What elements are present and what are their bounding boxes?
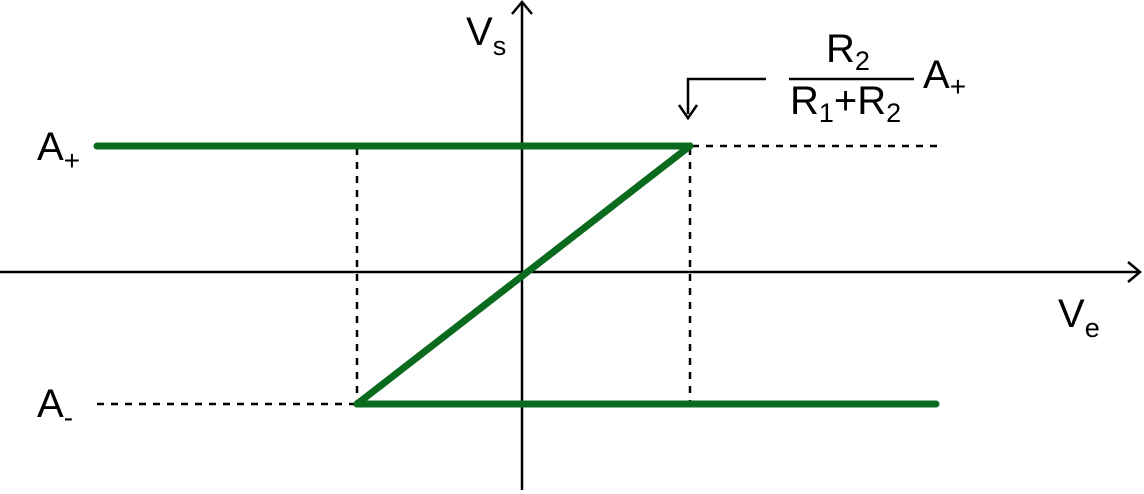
curve-slope: [353, 142, 694, 408]
low-level-label: A-: [37, 382, 73, 433]
x-axis-arrow-icon: [1127, 261, 1142, 283]
threshold-pointer-arrow: [686, 77, 766, 114]
y-axis-arrow-icon: [511, 0, 533, 15]
y-axis-label: Vs: [466, 10, 506, 61]
formula-denominator: R1+R2: [790, 79, 901, 128]
formula-factor: A+: [923, 53, 966, 102]
transfer-curve: [93, 142, 940, 408]
formula-numerator: R2: [826, 27, 870, 76]
threshold-pointer-arrowhead-icon: [677, 104, 699, 121]
high-level-label: A+: [37, 125, 80, 176]
x-axis-label: Ve: [1058, 292, 1100, 343]
threshold-formula: R2 R1+R2 A+: [789, 27, 966, 128]
